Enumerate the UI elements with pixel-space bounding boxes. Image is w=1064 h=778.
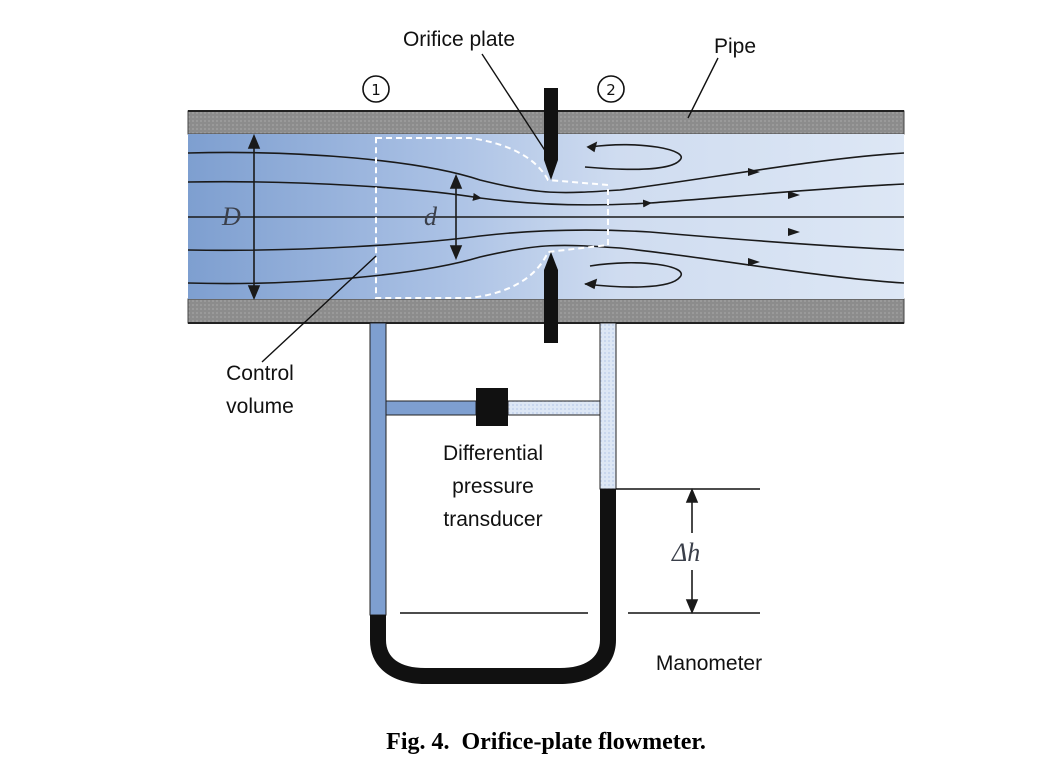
transducer-label-line3: transducer bbox=[443, 508, 542, 531]
pipe-leader bbox=[687, 57, 719, 119]
station-2-marker bbox=[597, 75, 625, 103]
station-1-number: 1 bbox=[371, 81, 381, 99]
pipe-diameter-symbol: D bbox=[221, 202, 241, 231]
manometer-label: Manometer bbox=[656, 652, 762, 675]
differential-pressure-transducer bbox=[476, 388, 508, 426]
orifice-diameter-symbol: d bbox=[424, 202, 438, 231]
station-2-number: 2 bbox=[606, 81, 616, 99]
transducer-label-line1: Differential bbox=[443, 442, 543, 465]
orifice-diameter-dimension bbox=[449, 173, 463, 261]
streamlines bbox=[187, 151, 905, 285]
pipe-label: Pipe bbox=[714, 35, 756, 58]
flow-arrows bbox=[748, 168, 800, 266]
pipe-diameter-dimension bbox=[247, 133, 261, 301]
station-1-marker bbox=[362, 75, 390, 103]
orifice-plate bbox=[544, 88, 558, 343]
orifice-plate-leader bbox=[481, 53, 547, 153]
delta-h-symbol: Δh bbox=[671, 538, 700, 567]
transducer-label-line2: pressure bbox=[452, 475, 534, 498]
control-volume-label-line2: volume bbox=[226, 395, 294, 418]
control-volume-boundary bbox=[375, 137, 609, 299]
recirculation-eddies bbox=[584, 141, 683, 290]
figure-caption: Fig. 4. Orifice-plate flowmeter. bbox=[386, 729, 706, 755]
orifice-plate-label: Orifice plate bbox=[403, 28, 515, 51]
control-volume-label-line1: Control bbox=[226, 362, 294, 385]
delta-h-dimension bbox=[685, 487, 699, 615]
manometer-assembly bbox=[369, 322, 617, 684]
control-volume-leader bbox=[261, 255, 377, 363]
